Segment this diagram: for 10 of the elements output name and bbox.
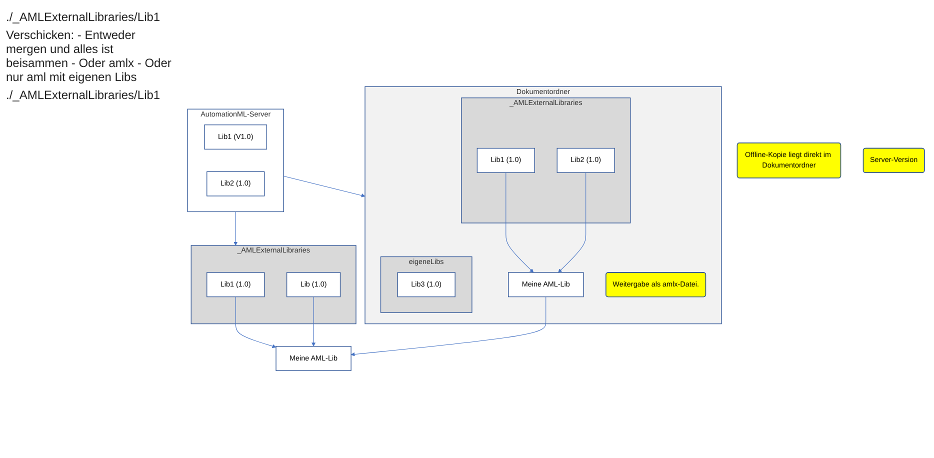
- arrow: [283, 176, 366, 198]
- arrow: [558, 172, 586, 274]
- arrow: [312, 296, 316, 347]
- arrow: [234, 212, 238, 246]
- note-text: ./_AMLExternalLibraries/Lib1: [6, 88, 162, 102]
- arrow: [350, 296, 546, 357]
- note-text: Verschicken: - Entweder mergen und alles ist beisammen - Oder amlx - Oder nur aml mit eigenen Libs: [6, 28, 172, 84]
- arrow: [506, 172, 534, 274]
- arrow: [235, 296, 276, 348]
- note-text: ./_AMLExternalLibraries/Lib1: [6, 10, 162, 24]
